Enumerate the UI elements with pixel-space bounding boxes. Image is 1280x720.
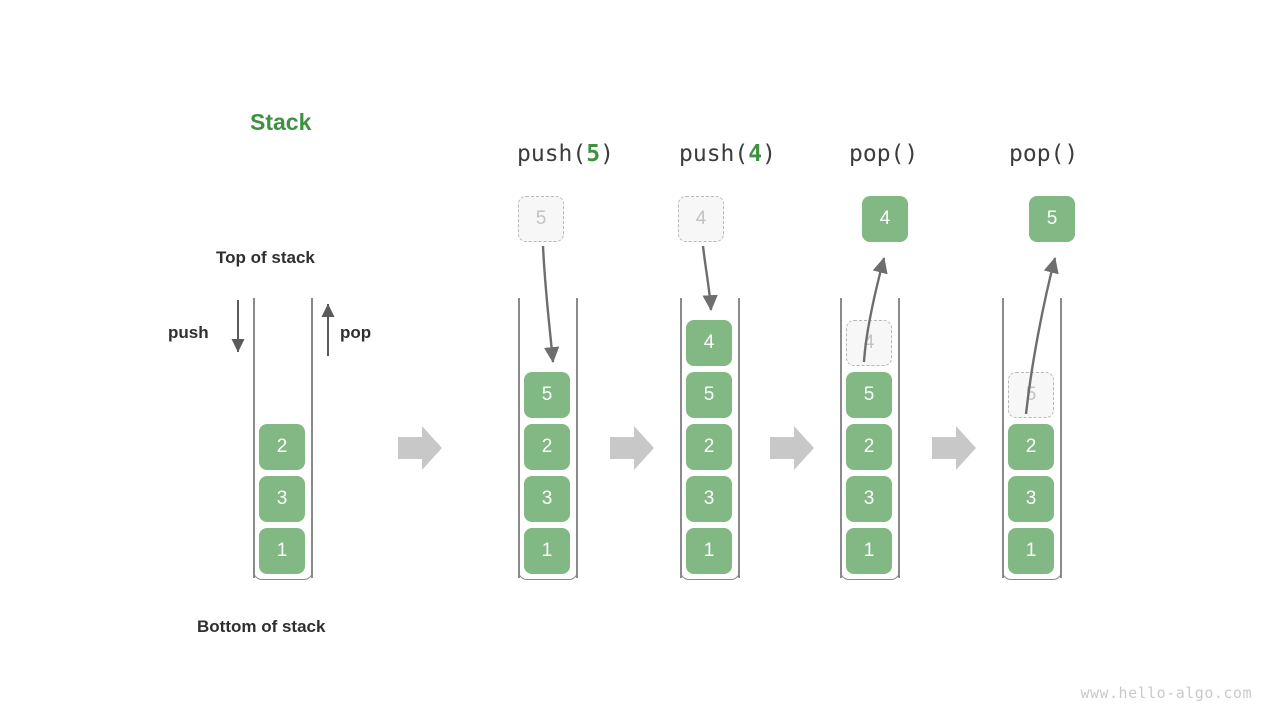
stack-wall-left-3	[840, 298, 842, 578]
stack-cell: 5	[524, 372, 570, 418]
op-header-push-5: push(5)	[517, 141, 614, 167]
stack-cell: 3	[686, 476, 732, 522]
stack-cell: 1	[686, 528, 732, 574]
flow-arrow-icon	[932, 426, 976, 470]
stack-cell: 3	[524, 476, 570, 522]
floating-ghost-cell: 5	[518, 196, 564, 242]
floating-popped-cell: 4	[862, 196, 908, 242]
stack-wall-right-4	[1060, 298, 1062, 578]
stack-cell: 1	[1008, 528, 1054, 574]
stack-wall-right-2	[738, 298, 740, 578]
stack-cell: 5	[686, 372, 732, 418]
floating-popped-cell: 5	[1029, 196, 1075, 242]
stack-cell: 3	[1008, 476, 1054, 522]
stack-cell: 2	[846, 424, 892, 470]
floating-ghost-cell: 4	[678, 196, 724, 242]
bottom-of-stack-label: Bottom of stack	[197, 617, 326, 636]
stack-wall-left-1	[518, 298, 520, 578]
stack-cell: 3	[259, 476, 305, 522]
stack-bottom-3	[840, 564, 900, 580]
stack-bottom-0	[253, 564, 313, 580]
stack-cell: 1	[524, 528, 570, 574]
stack-cell-ghost: 5	[1008, 372, 1054, 418]
stack-wall-right-0	[311, 298, 313, 578]
stack-wall-right-3	[898, 298, 900, 578]
stack-cell: 2	[259, 424, 305, 470]
stack-cell: 3	[846, 476, 892, 522]
stack-wall-right-1	[576, 298, 578, 578]
push-label: push	[168, 323, 209, 342]
stack-cell-ghost: 4	[846, 320, 892, 366]
stack-cell: 2	[524, 424, 570, 470]
stack-cell: 2	[686, 424, 732, 470]
stack-cell: 1	[846, 528, 892, 574]
op-header-pop-2: pop()	[1009, 141, 1079, 167]
stack-bottom-2	[680, 564, 740, 580]
stack-wall-left-0	[253, 298, 255, 578]
flow-arrow-icon	[770, 426, 814, 470]
stack-cell: 4	[686, 320, 732, 366]
stack-cell: 1	[259, 528, 305, 574]
flow-arrow-icon	[610, 426, 654, 470]
stack-bottom-1	[518, 564, 578, 580]
push-motion-arrow-5	[541, 245, 560, 363]
stack-wall-left-4	[1002, 298, 1004, 578]
op-header-pop-1: pop()	[849, 141, 919, 167]
push-motion-arrow-4	[701, 245, 718, 311]
flow-arrow-icon	[398, 426, 442, 470]
page-title: Stack	[250, 109, 312, 135]
stack-wall-left-2	[680, 298, 682, 578]
op-header-push-4: push(4)	[679, 141, 776, 167]
pop-label: pop	[340, 323, 372, 342]
top-of-stack-label: Top of stack	[216, 248, 315, 267]
stack-cell: 5	[846, 372, 892, 418]
stack-bottom-4	[1002, 564, 1062, 580]
watermark: www.hello-algo.com	[1080, 684, 1252, 702]
stack-cell: 2	[1008, 424, 1054, 470]
